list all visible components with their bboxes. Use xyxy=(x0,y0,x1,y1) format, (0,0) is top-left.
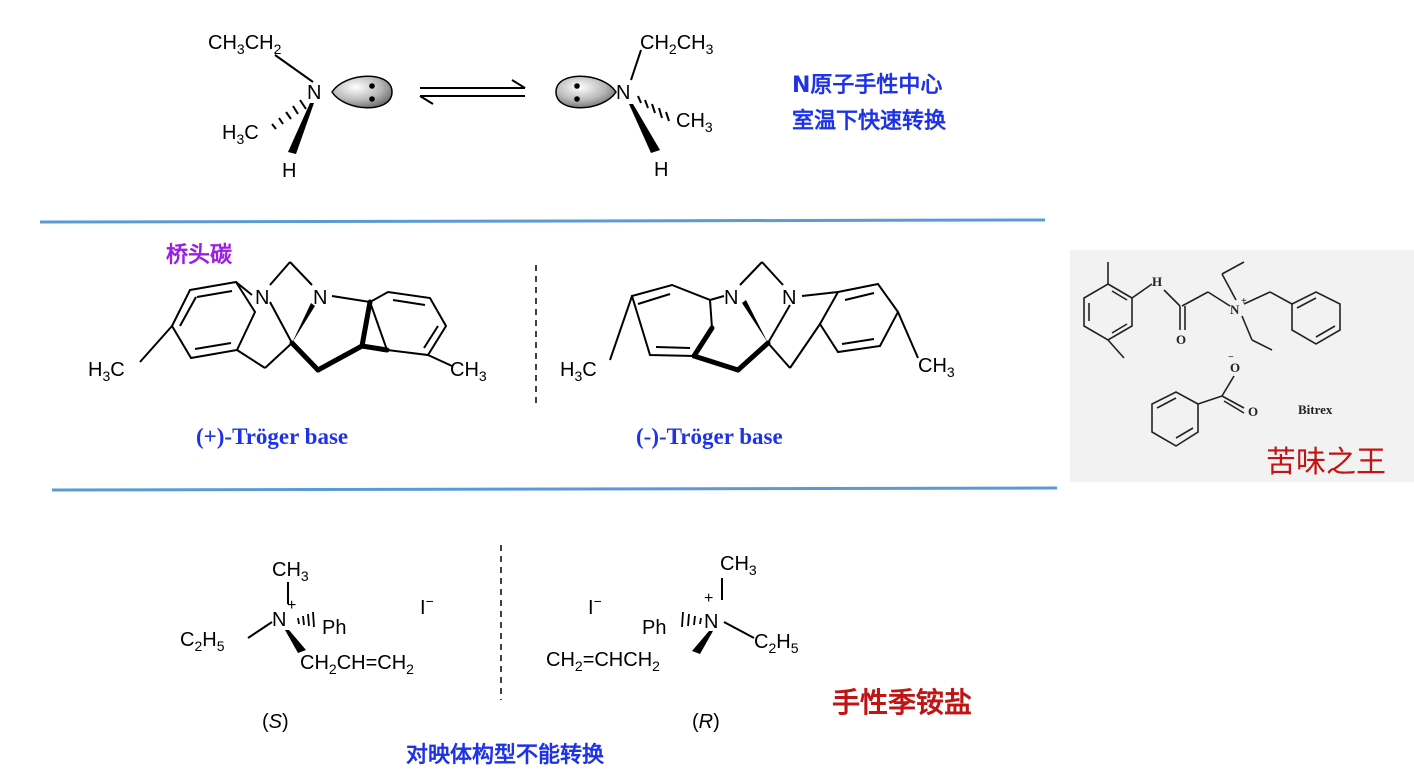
r-nitrogen-charge: + xyxy=(704,590,713,607)
r-nitrogen: N xyxy=(704,611,718,633)
quaternary-r-structure: CH3 I− Ph N + C2H5 CH2=CHCH2 xyxy=(546,553,799,674)
troger-minus-structure: H3C N N CH3 xyxy=(560,261,955,384)
left-methyl-label: H3C xyxy=(222,122,259,147)
bitrex-benzyl-ring xyxy=(1291,291,1341,345)
s-ethyl-bond xyxy=(247,621,273,639)
right-nitrogen: N xyxy=(616,82,630,104)
s-allyl-label: CH2CH=CH2 xyxy=(300,652,414,677)
section-divider-bottom xyxy=(51,486,1058,492)
bitrex-amide-oxygen: O xyxy=(1176,332,1186,347)
r-methyl-label: CH3 xyxy=(720,553,757,578)
section-divider-top xyxy=(39,218,1046,224)
right-hashed-wedge xyxy=(637,95,670,122)
troger-minus-name: (-)-Tröger base xyxy=(636,424,783,449)
s-bold-wedge-allyl xyxy=(285,630,306,653)
left-lone-pair-lobe xyxy=(331,75,393,109)
troger-plus-methyl-left: H3C xyxy=(88,359,125,384)
quaternary-s-structure: CH3 N + Ph C2H5 CH2CH=CH2 I− xyxy=(180,559,434,677)
left-hashed-wedge xyxy=(271,99,307,130)
amine-left: CH3CH2 N H3C H xyxy=(208,32,393,182)
bitrex-benzoate-ring xyxy=(1151,391,1199,447)
s-descriptor: (S) xyxy=(262,711,289,733)
s-nitrogen: N xyxy=(272,609,286,631)
r-descriptor: (R) xyxy=(692,711,720,733)
r-hashed-wedge-ph xyxy=(681,611,702,628)
chiral-quaternary-title: 手性季铵盐 xyxy=(832,686,972,719)
left-ethyl-label: CH3CH2 xyxy=(208,32,282,57)
no-interconversion-note: 对映体构型不能转换 xyxy=(406,742,605,768)
bitrex-amide-nh: H xyxy=(1152,274,1162,289)
left-nitrogen: N xyxy=(307,82,321,104)
troger-plus-nitrogen-left: N xyxy=(255,287,269,309)
troger-minus-nitrogen-left: N xyxy=(724,287,738,309)
r-phenyl-label: Ph xyxy=(642,617,666,639)
right-lone-pair-dot xyxy=(574,96,580,102)
r-ethyl-bond xyxy=(723,621,755,639)
troger-minus-methyl-left: H3C xyxy=(560,359,597,384)
s-iodide: I− xyxy=(420,593,434,619)
note-chiral-center: N原子手性中心 xyxy=(792,73,942,98)
note-fast-interconversion: 室温下快速转换 xyxy=(792,108,947,134)
s-nitrogen-charge: + xyxy=(287,597,296,614)
bitrex-ammonium-charge: + xyxy=(1241,296,1247,307)
right-ethyl-bond xyxy=(630,49,642,81)
bitrex-panel: H O N + O − O Bitrex 苦味之王 xyxy=(1070,250,1414,482)
troger-plus-methyl-right: CH3 xyxy=(450,359,487,384)
r-ethyl-label: C2H5 xyxy=(754,631,799,656)
left-hydrogen: H xyxy=(282,160,296,182)
right-lone-pair-lobe xyxy=(555,75,617,109)
bridgehead-carbon-label: 桥头碳 xyxy=(166,242,233,268)
equilibrium-arrows xyxy=(419,79,526,105)
left-ethyl-bond xyxy=(274,54,314,83)
r-allyl-label: CH2=CHCH2 xyxy=(546,649,660,674)
bitrex-carboxylate-charge: − xyxy=(1228,352,1234,363)
bitrex-name: Bitrex xyxy=(1298,402,1333,417)
right-bold-wedge xyxy=(629,104,660,153)
r-iodide: I− xyxy=(588,593,602,619)
bitrex-carboxyl-oxygen: O xyxy=(1248,404,1258,419)
right-hydrogen: H xyxy=(654,159,668,181)
bitrex-ammonium-n: N xyxy=(1230,302,1240,317)
troger-minus-nitrogen-right: N xyxy=(782,287,796,309)
s-phenyl-label: Ph xyxy=(322,617,346,639)
left-lone-pair-dot xyxy=(369,96,375,102)
left-bold-wedge xyxy=(288,103,314,154)
right-ethyl-label: CH2CH3 xyxy=(640,32,714,57)
troger-plus-structure: H3C N N CH3 xyxy=(88,261,487,384)
troger-plus-name: (+)-Tröger base xyxy=(196,424,348,449)
s-ethyl-label: C2H5 xyxy=(180,629,225,654)
troger-plus-nitrogen-right: N xyxy=(313,287,327,309)
s-hashed-wedge-ph xyxy=(297,611,315,628)
troger-minus-methyl-right: CH3 xyxy=(918,355,955,380)
r-bold-wedge-allyl xyxy=(692,631,713,654)
bitrex-caption: 苦味之王 xyxy=(1266,445,1386,480)
right-methyl-label: CH3 xyxy=(676,110,713,135)
right-lone-pair-dot xyxy=(574,83,580,89)
bitrex-background xyxy=(1070,250,1414,482)
bitrex-carboxylate-oxygen-minus: O xyxy=(1230,360,1240,375)
left-lone-pair-dot xyxy=(369,83,375,89)
amine-right: N CH2CH3 CH3 H xyxy=(555,32,714,181)
s-methyl-label: CH3 xyxy=(272,559,309,584)
